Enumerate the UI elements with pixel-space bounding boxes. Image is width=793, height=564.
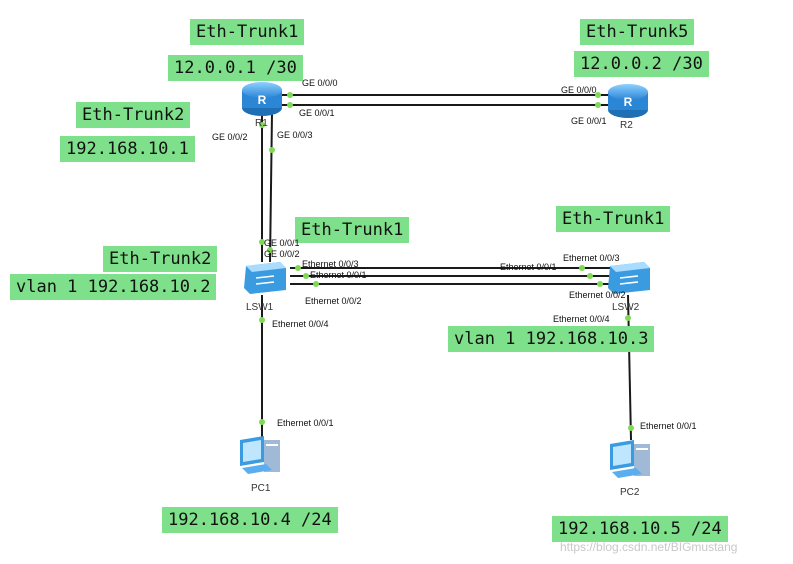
port-dot [259, 317, 265, 323]
port-dot [267, 247, 273, 253]
label-r2-ip: 12.0.0.2 /30 [574, 51, 709, 77]
switch-lsw2[interactable] [604, 258, 652, 298]
port-lsw1-e002: Ethernet 0/0/2 [305, 296, 362, 306]
svg-text:R: R [258, 93, 267, 107]
port-dot [287, 102, 293, 108]
router-icon: R [608, 84, 648, 118]
label-pc1-ip: 192.168.10.4 /24 [162, 507, 338, 533]
port-dot [259, 419, 265, 425]
label-lsw1-trunk2: Eth-Trunk2 [103, 246, 218, 272]
port-dot [269, 147, 275, 153]
port-lsw2-e001: Ethernet 0/0/1 [500, 262, 557, 272]
port-lsw1-e004: Ethernet 0/0/4 [272, 319, 329, 329]
port-dot [259, 122, 265, 128]
port-lsw2-e004: Ethernet 0/0/4 [553, 314, 610, 324]
port-lsw1-e003: Ethernet 0/0/3 [302, 259, 359, 269]
router-icon: R [242, 82, 282, 116]
label-pc2-ip: 192.168.10.5 /24 [552, 516, 728, 542]
device-name-r2: R2 [620, 120, 633, 131]
port-r1-ge002: GE 0/0/2 [212, 132, 248, 142]
port-lsw1-ge001: GE 0/0/1 [264, 238, 300, 248]
port-dot [259, 239, 265, 245]
port-r2-ge001: GE 0/0/1 [571, 116, 607, 126]
switch-lsw1[interactable] [240, 258, 288, 298]
port-dot [287, 92, 293, 98]
label-lsw2-vlan: vlan 1 192.168.10.3 [448, 326, 655, 352]
label-lsw1-vlan: vlan 1 192.168.10.2 [10, 274, 217, 300]
label-r1-ip: 12.0.0.1 /30 [168, 55, 303, 81]
label-lsw1-trunk1: Eth-Trunk1 [295, 217, 410, 243]
computer-icon [240, 436, 280, 474]
device-name-r1: R1 [255, 118, 268, 129]
port-dot [628, 425, 634, 431]
pc-pc1[interactable] [236, 434, 284, 480]
device-name-lsw1: LSW1 [246, 302, 274, 313]
label-r1-trunk2: Eth-Trunk2 [76, 102, 191, 128]
port-dot [303, 273, 309, 279]
port-dot [295, 265, 301, 271]
port-r2-ge000: GE 0/0/0 [561, 85, 597, 95]
port-pc1-e001: Ethernet 0/0/1 [277, 418, 334, 428]
port-dot [587, 273, 593, 279]
link-r1-lsw1-ge003 [269, 112, 273, 263]
port-lsw2-e003: Ethernet 0/0/3 [563, 253, 620, 263]
router-r1[interactable]: R [240, 78, 284, 118]
label-r1-trunk: Eth-Trunk1 [190, 19, 305, 45]
port-dot [597, 281, 603, 287]
device-name-pc2: PC2 [620, 487, 640, 498]
watermark-text: https://blog.csdn.net/BIGmustang [560, 540, 738, 554]
label-r1-ip2: 192.168.10.1 [60, 136, 195, 162]
port-dot [313, 281, 319, 287]
port-dot [579, 265, 585, 271]
device-name-pc1: PC1 [251, 483, 271, 494]
port-r1-ge003: GE 0/0/3 [277, 130, 313, 140]
port-dot [595, 102, 601, 108]
svg-text:R: R [624, 95, 633, 109]
port-lsw1-e001: Ethernet 0/0/1 [310, 270, 367, 280]
port-dot [595, 92, 601, 98]
router-r2[interactable]: R [606, 80, 650, 120]
port-r1-ge000: GE 0/0/0 [302, 78, 338, 88]
port-lsw2-e002: Ethernet 0/0/2 [569, 290, 626, 300]
device-name-lsw2: LSW2 [612, 302, 640, 313]
switch-icon [244, 262, 286, 294]
label-r2-trunk: Eth-Trunk5 [580, 19, 695, 45]
computer-icon [610, 440, 650, 478]
port-lsw1-ge002: GE 0/0/2 [264, 249, 300, 259]
pc-pc2[interactable] [606, 438, 654, 484]
label-lsw2-trunk1: Eth-Trunk1 [556, 206, 671, 232]
port-pc2-e001: Ethernet 0/0/1 [640, 421, 697, 431]
port-dot [625, 315, 631, 321]
port-r1-ge001: GE 0/0/1 [299, 108, 335, 118]
switch-icon [608, 262, 650, 294]
